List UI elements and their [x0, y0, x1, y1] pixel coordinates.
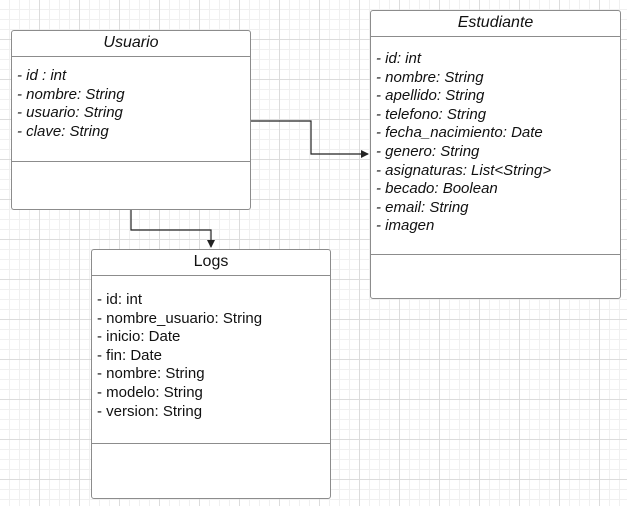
class-usuario[interactable]: Usuario - id : int- nombre: String- usua… [11, 30, 251, 210]
attribute: - modelo: String [97, 383, 203, 401]
usuario-to-logs-connector[interactable] [130, 210, 215, 248]
attribute: - id: int [376, 50, 422, 67]
attribute: - fecha_nacimiento: Date [376, 124, 543, 142]
attribute: - email: String [376, 198, 469, 216]
attribute: - usuario: String [17, 104, 123, 122]
attribute: - apellido: String [376, 87, 485, 105]
attribute: - inicio: Date [97, 328, 181, 346]
attribute: - fin: Date [97, 346, 163, 364]
attribute: - nombre: String [97, 365, 205, 383]
attribute: - nombre: String [376, 68, 484, 86]
attribute: - asignaturas: List<String> [376, 161, 552, 179]
attribute: - becado: Boolean [376, 180, 498, 198]
attribute: - id: int [97, 291, 143, 308]
attribute: - genero: String [376, 142, 480, 160]
usuario-to-estudiante-connector[interactable] [251, 120, 369, 158]
attribute: - clave: String [17, 122, 109, 140]
attribute: - id : int [17, 67, 67, 84]
attribute: - version: String [97, 402, 203, 420]
class-usuario-title: Usuario [12, 31, 250, 57]
class-estudiante-title: Estudiante [371, 11, 620, 37]
class-logs[interactable]: Logs - id: int- nombre_usuario: String- … [91, 249, 331, 499]
class-logs-title: Logs [92, 250, 330, 276]
class-estudiante-attributes: - id: int- nombre: String- apellido: Str… [371, 50, 620, 255]
class-usuario-attributes: - id : int- nombre: String- usuario: Str… [12, 67, 250, 162]
attribute: - nombre: String [17, 85, 125, 103]
attribute: - imagen [376, 217, 435, 235]
class-estudiante[interactable]: Estudiante - id: int- nombre: String- ap… [370, 10, 621, 299]
attribute: - nombre_usuario: String [97, 309, 263, 327]
class-logs-attributes: - id: int- nombre_usuario: String- inici… [92, 291, 330, 444]
attribute: - telefono: String [376, 105, 487, 123]
